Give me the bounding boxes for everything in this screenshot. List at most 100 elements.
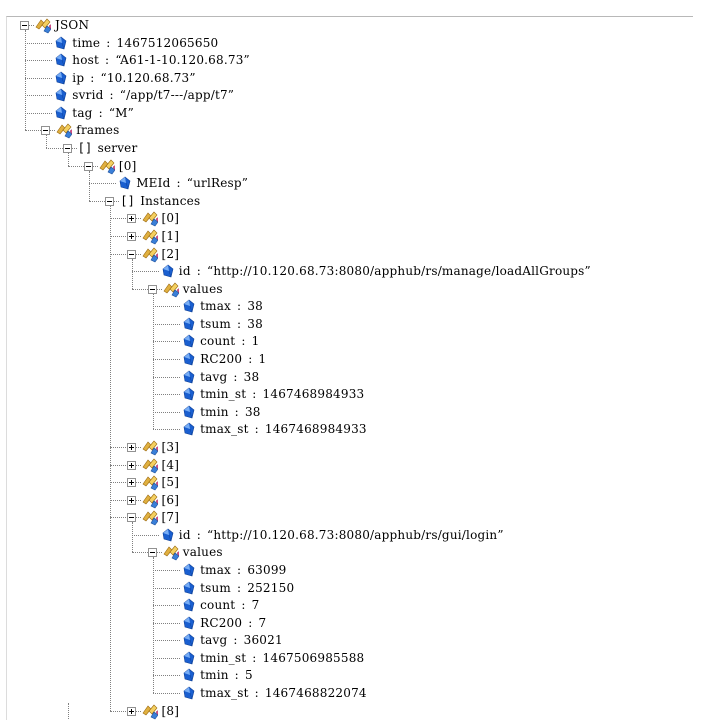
- array-node-label: Instances: [140, 193, 201, 208]
- tree-row-leaf[interactable]: RC200 : 7: [7, 615, 693, 632]
- tree-row-leaf[interactable]: tmax : 38: [7, 298, 693, 315]
- property-key: tmax_st: [200, 422, 249, 437]
- property-key: tag: [72, 105, 93, 120]
- collapse-toggle-icon[interactable]: [83, 161, 93, 171]
- tree-row-leaf[interactable]: count : 1: [7, 333, 693, 350]
- tree-row-node[interactable]: values: [7, 281, 693, 298]
- leaf-label: RC200 : 1: [200, 351, 266, 368]
- key-value-separator: :: [232, 316, 246, 331]
- tree-row-node[interactable]: [1]: [7, 228, 693, 245]
- tree-row-leaf[interactable]: tavg : 38: [7, 369, 693, 386]
- tree-row-leaf[interactable]: tmin_st : 1467506985588: [7, 650, 693, 667]
- expand-toggle-icon[interactable]: [126, 214, 136, 224]
- tree-row-leaf[interactable]: tag : “M”: [7, 105, 693, 122]
- tree-row-leaf[interactable]: tmin_st : 1467468984933: [7, 386, 693, 403]
- tree-row-leaf[interactable]: RC200 : 1: [7, 351, 693, 368]
- tree-connector: [152, 569, 181, 571]
- value-leaf-icon: [183, 563, 195, 577]
- key-value-separator: :: [229, 633, 242, 648]
- expand-toggle-icon[interactable]: [126, 478, 136, 488]
- value-leaf-icon: [162, 528, 174, 542]
- leaf-label: tavg : 38: [200, 369, 259, 386]
- leaf-label: host : “A61-1-10.120.68.73”: [72, 52, 250, 69]
- object-node-label: [8]: [161, 703, 180, 718]
- leaf-label: count : 7: [200, 597, 259, 614]
- tree-row-node[interactable]: [7]: [7, 509, 693, 526]
- collapse-toggle-icon[interactable]: [105, 196, 115, 206]
- collapse-toggle-icon[interactable]: [41, 126, 51, 136]
- tree-row-node[interactable]: [2]: [7, 246, 693, 263]
- collapse-toggle-icon[interactable]: [126, 249, 136, 259]
- tree-row-leaf[interactable]: id : “http://10.120.68.73:8080/apphub/rs…: [7, 527, 693, 544]
- tree-row-leaf[interactable]: tsum : 252150: [7, 580, 693, 597]
- property-value: 38: [247, 316, 263, 331]
- tree-connector: [131, 288, 148, 290]
- key-value-separator: :: [233, 299, 246, 314]
- key-value-separator: :: [232, 580, 246, 595]
- tree-row-node[interactable]: []Instances: [7, 193, 693, 210]
- tree-row-leaf[interactable]: tmin : 5: [7, 667, 693, 684]
- value-leaf-icon: [183, 299, 195, 313]
- tree-connector: [152, 675, 181, 677]
- property-key: tmax: [200, 562, 232, 577]
- expand-toggle-icon[interactable]: [126, 231, 136, 241]
- tree-row-node[interactable]: [6]: [7, 492, 693, 509]
- property-value: 63099: [247, 562, 287, 577]
- tree-row-leaf[interactable]: count : 7: [7, 597, 693, 614]
- tree-row-node[interactable]: [5]: [7, 474, 693, 491]
- expand-toggle-icon[interactable]: [126, 495, 136, 505]
- tree-row-leaf[interactable]: svrid : “/app/t7---/app/t7”: [7, 87, 693, 104]
- object-node-label: [0]: [161, 211, 180, 226]
- value-leaf-icon: [183, 335, 195, 348]
- property-key: time: [72, 35, 101, 50]
- tree-row-leaf[interactable]: id : “http://10.120.68.73:8080/apphub/rs…: [7, 263, 693, 280]
- leaf-label: tmin : 38: [200, 404, 261, 421]
- tree-row-leaf[interactable]: tmax : 63099: [7, 562, 693, 579]
- expand-toggle-icon[interactable]: [126, 706, 136, 716]
- tree-row-leaf[interactable]: tmin : 38: [7, 404, 693, 421]
- object-node-icon: [35, 18, 51, 34]
- property-key: RC200: [200, 352, 243, 367]
- leaf-label: tsum : 38: [200, 316, 263, 333]
- object-node-label: JSON: [55, 18, 90, 32]
- tree-row-leaf[interactable]: tsum : 38: [7, 316, 693, 333]
- property-key: MEId: [136, 176, 171, 191]
- tree-connector: [152, 640, 181, 642]
- object-node-label: frames: [76, 123, 120, 138]
- tree-row-node[interactable]: [3]: [7, 439, 693, 456]
- tree-row-leaf[interactable]: tmax_st : 1467468984933: [7, 421, 693, 438]
- tree-connector: [135, 710, 141, 712]
- tree-row-node[interactable]: JSON: [7, 17, 693, 34]
- tree-row-leaf[interactable]: MEId : “urlResp”: [7, 175, 693, 192]
- tree-row-node[interactable]: []server: [7, 140, 693, 157]
- collapse-toggle-icon[interactable]: [62, 144, 72, 154]
- tree-row-node[interactable]: [0]: [7, 158, 693, 175]
- tree-connector: [110, 464, 127, 466]
- expand-toggle-icon[interactable]: [126, 442, 136, 452]
- collapse-toggle-icon[interactable]: [147, 548, 157, 558]
- tree-row-leaf[interactable]: ip : “10.120.68.73”: [7, 70, 693, 87]
- tree-row-node[interactable]: frames: [7, 122, 693, 139]
- key-value-separator: :: [172, 176, 185, 191]
- tree-row-node[interactable]: values: [7, 544, 693, 561]
- property-value: 38: [244, 404, 261, 419]
- leaf-label: tmin_st : 1467468984933: [200, 386, 364, 403]
- property-value: 1467512065650: [116, 35, 219, 50]
- object-node-label: [7]: [161, 510, 180, 525]
- tree-row-node[interactable]: [0]: [7, 210, 693, 227]
- collapse-toggle-icon[interactable]: [126, 513, 136, 523]
- expand-toggle-icon[interactable]: [126, 460, 136, 470]
- collapse-toggle-icon[interactable]: [147, 284, 157, 294]
- tree-row-leaf[interactable]: host : “A61-1-10.120.68.73”: [7, 52, 693, 69]
- property-value: 38: [247, 299, 263, 314]
- tree-row-leaf[interactable]: tmax_st : 1467468822074: [7, 685, 693, 702]
- leaf-label: RC200 : 7: [200, 615, 266, 632]
- property-value: 1467468984933: [262, 387, 365, 402]
- tree-row-leaf[interactable]: time : 1467512065650: [7, 35, 693, 52]
- collapse-toggle-icon[interactable]: [20, 21, 29, 30]
- tree-row-leaf[interactable]: tavg : 36021: [7, 632, 693, 649]
- tree-row-node[interactable]: [8]: [7, 703, 693, 720]
- key-value-separator: :: [105, 88, 118, 103]
- tree-row-node[interactable]: [4]: [7, 457, 693, 474]
- array-brackets-icon: []: [77, 141, 93, 156]
